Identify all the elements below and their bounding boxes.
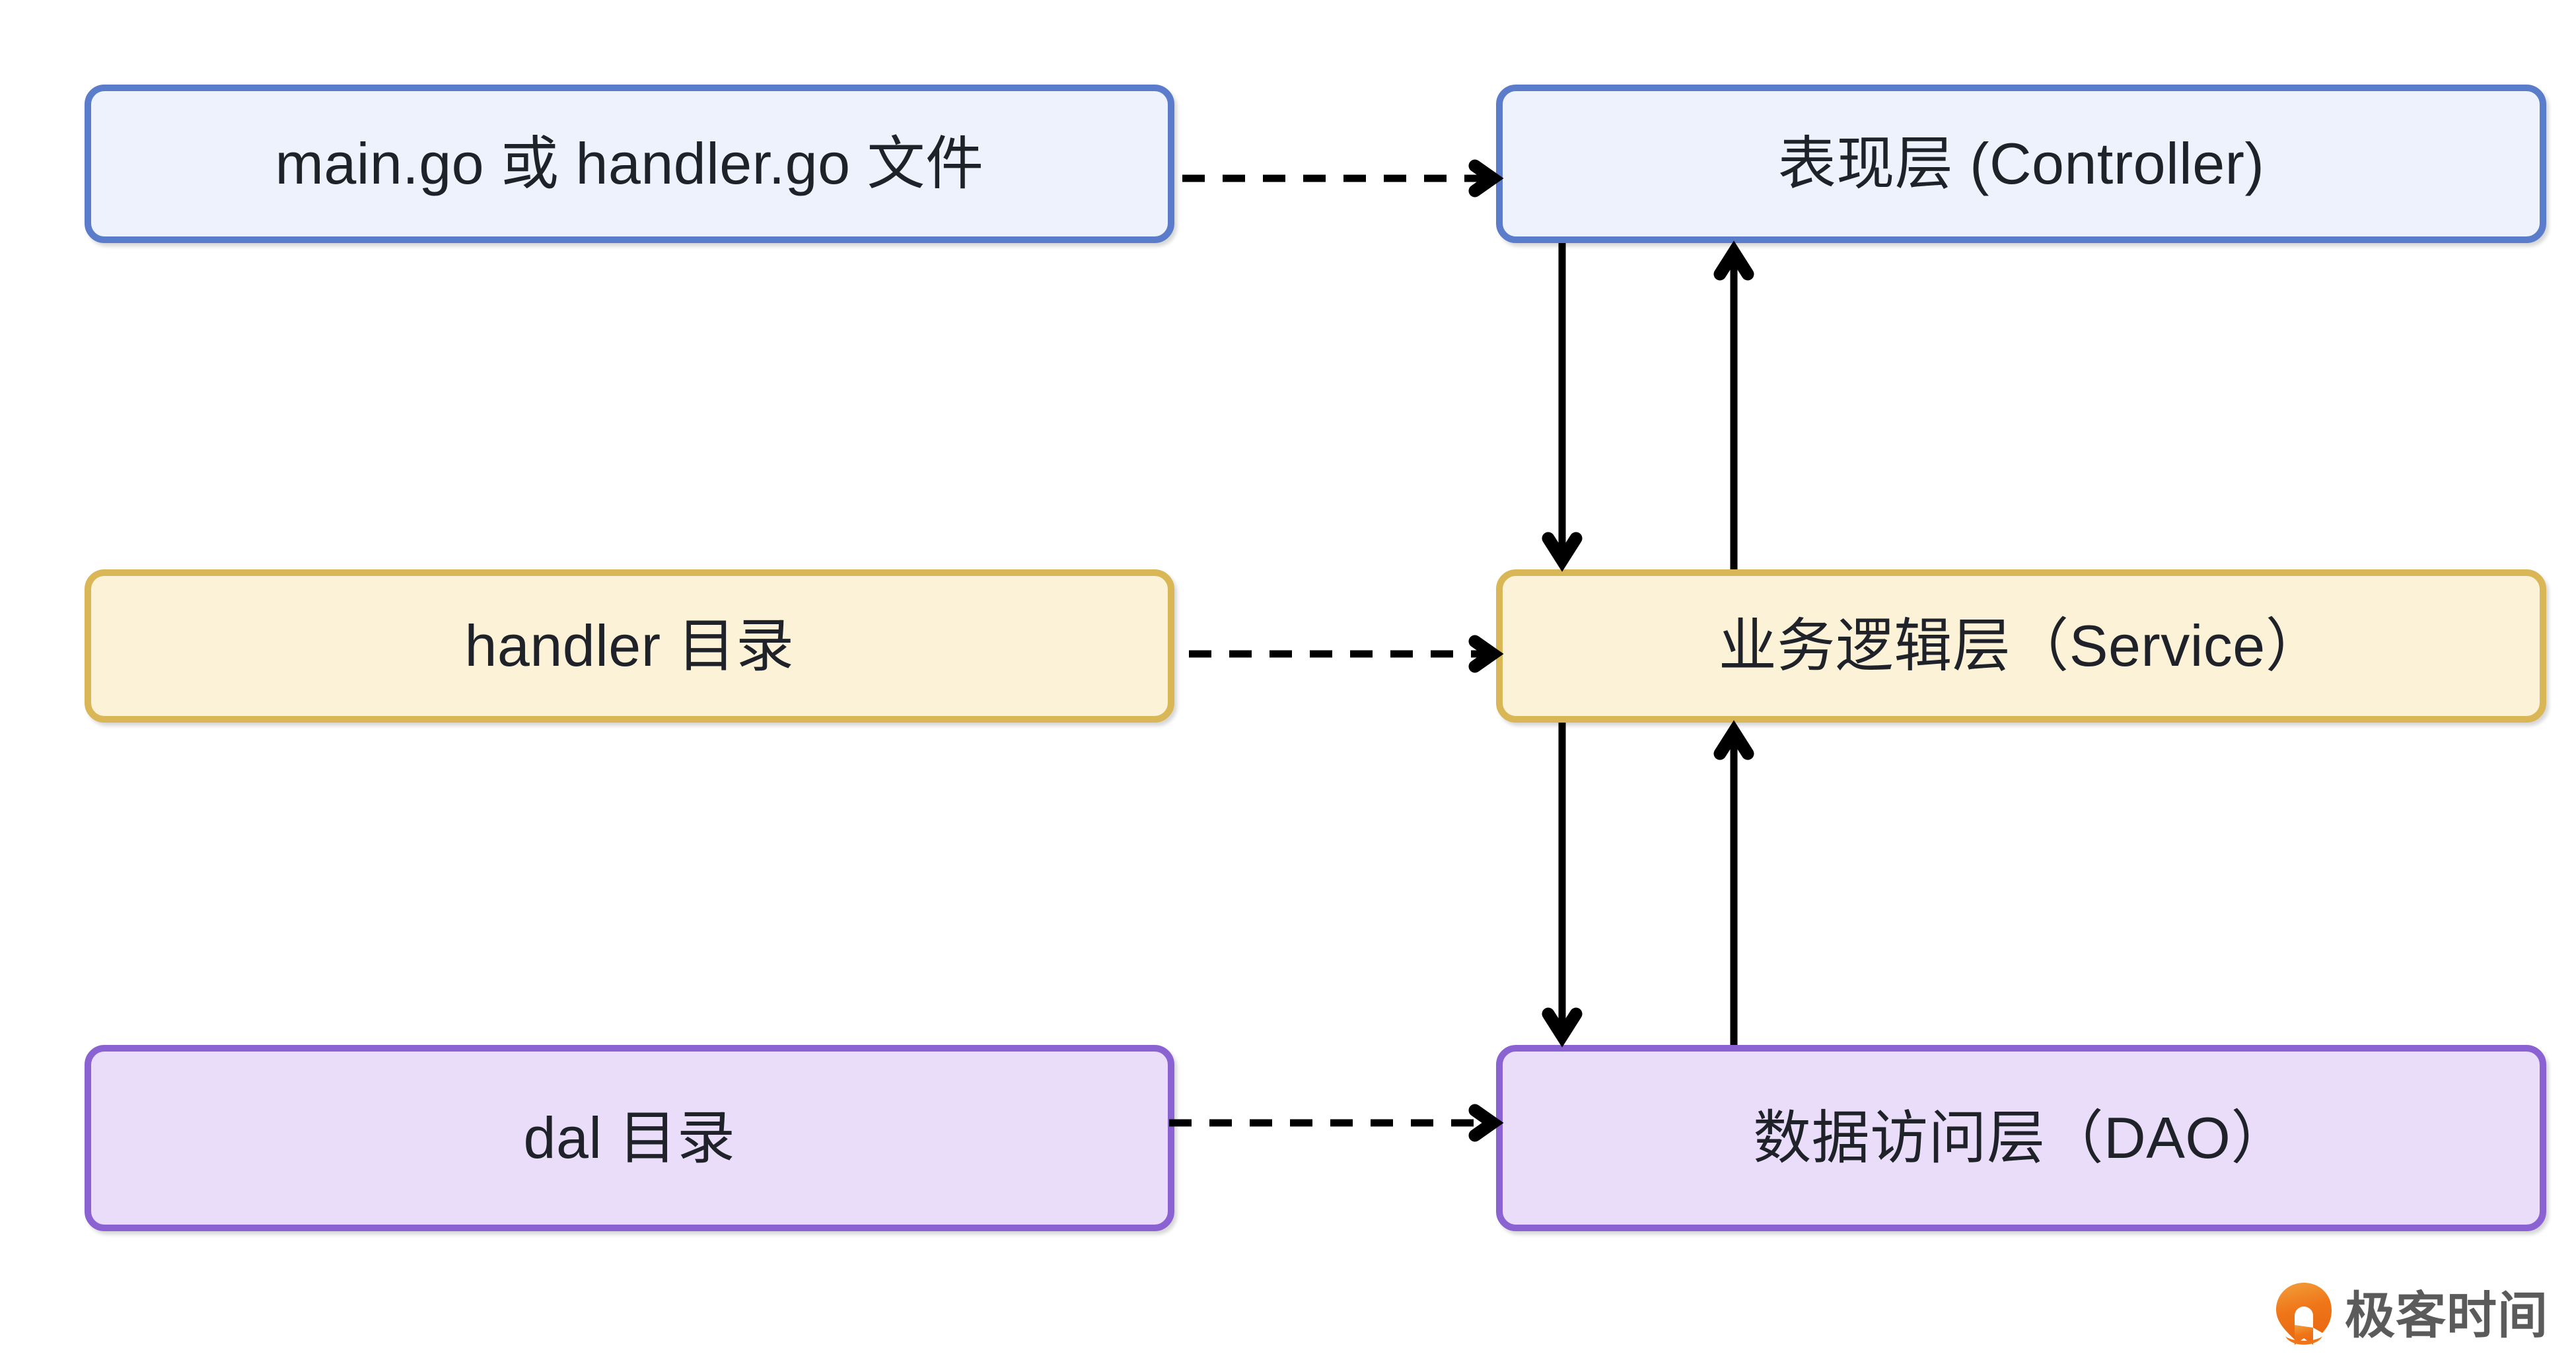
watermark-geektime: 极客时间 [2275,1279,2548,1352]
node-label: main.go 或 handler.go 文件 [275,130,984,196]
node-layer-controller[interactable]: 表现层 (Controller) [1496,85,2546,243]
geektime-logo-icon [2275,1281,2333,1350]
edge-dao-to-service [1713,720,1754,1045]
edge-service-to-controller [1713,240,1754,569]
node-source-handler-dir[interactable]: handler 目录 [85,569,1174,723]
node-label: dal 目录 [523,1104,736,1170]
node-label: 数据访问层（DAO） [1753,1104,2289,1170]
node-source-dal-dir[interactable]: dal 目录 [85,1045,1174,1231]
watermark-brand-text: 极客时间 [2345,1286,2548,1345]
node-layer-service[interactable]: 业务逻辑层（Service） [1496,569,2546,723]
node-label: 表现层 (Controller) [1777,130,2265,196]
node-layer-dao[interactable]: 数据访问层（DAO） [1496,1045,2546,1231]
edge-dal-to-dao [1169,1104,1504,1142]
edge-service-to-dao [1542,723,1583,1048]
node-source-main-go[interactable]: main.go 或 handler.go 文件 [85,85,1174,243]
node-label: handler 目录 [464,612,795,678]
node-label: 业务逻辑层（Service） [1718,612,2324,678]
edge-controller-to-service [1542,243,1583,572]
edge-main-to-controller [1182,159,1504,197]
edge-handler-to-service [1189,635,1504,673]
